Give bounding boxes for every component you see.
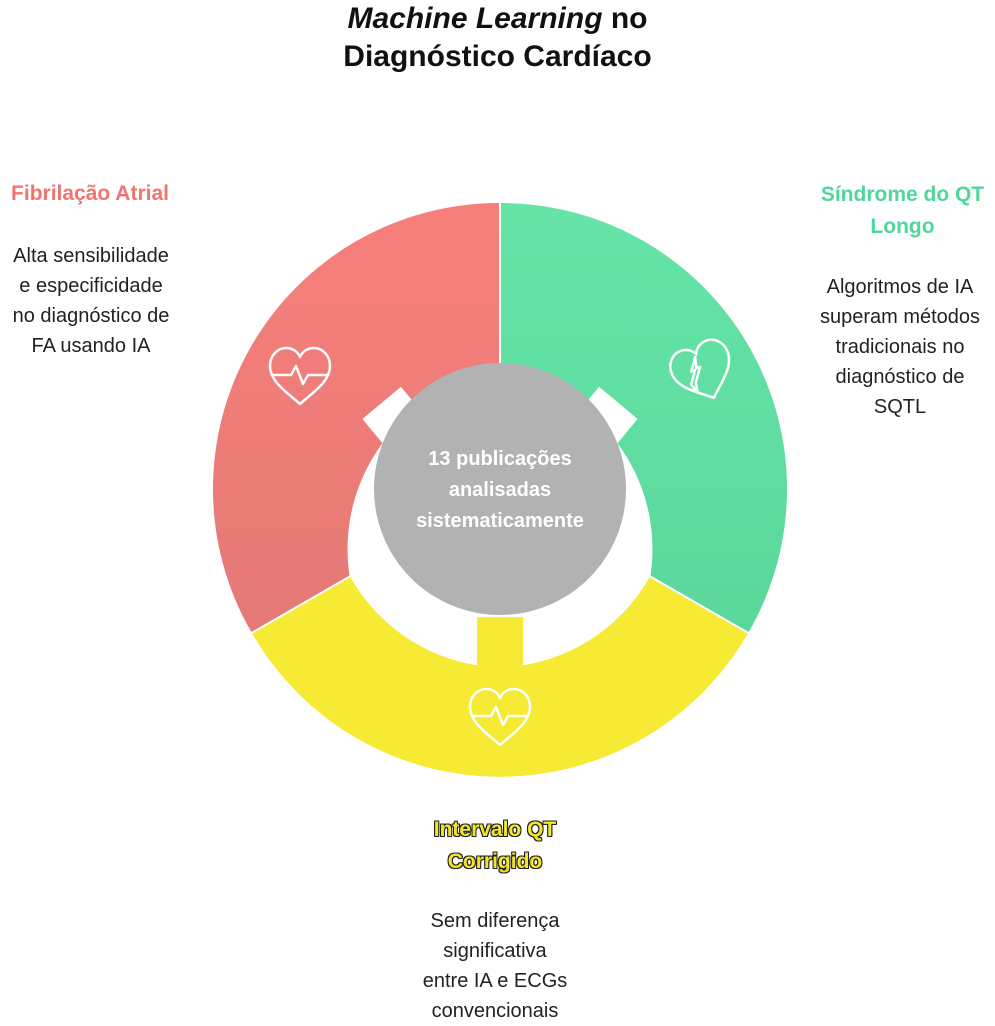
description-line: superam métodos bbox=[819, 306, 981, 328]
segment-intervalo-qt-corrigido bbox=[252, 577, 748, 777]
segment-fibrilacao-atrial bbox=[212, 203, 500, 632]
title-line-1: Machine Learning no bbox=[0, 0, 995, 38]
title-line-1-rest: no bbox=[602, 2, 648, 35]
segment-sindrome-qt-longo bbox=[501, 203, 788, 632]
heading-line: Fibrilação Atrial bbox=[11, 182, 169, 205]
heading-intervalo-qt-corrigido: Intervalo QT Corrigido bbox=[380, 814, 610, 878]
description-line: convencionais bbox=[431, 1000, 559, 1022]
description-line: no diagnóstico de bbox=[12, 305, 170, 327]
heading-line: Síndrome do QT bbox=[820, 183, 985, 206]
center-line: analisadas bbox=[448, 479, 552, 501]
diagram-title: Machine Learning no Diagnóstico Cardíaco bbox=[0, 0, 995, 76]
title-line-2: Diagnóstico Cardíaco bbox=[343, 40, 652, 73]
description-line: e especificidade bbox=[19, 275, 163, 297]
description-line: Alta sensibilidade bbox=[13, 245, 169, 267]
heading-line: Longo bbox=[870, 215, 935, 238]
heading-line: Corrigido bbox=[447, 850, 543, 873]
heading-line: Intervalo QT bbox=[433, 818, 557, 841]
description-line: entre IA e ECGs bbox=[422, 970, 568, 992]
heart-lightning-icon bbox=[669, 338, 731, 400]
description-line: SQTL bbox=[873, 396, 927, 418]
heart-pulse-icon bbox=[468, 687, 532, 747]
heart-pulse-icon bbox=[268, 346, 332, 406]
center-label: 13 publicações analisadas sistematicamen… bbox=[375, 444, 625, 537]
description-sindrome-qt-longo: Algoritmos de IA superam métodos tradici… bbox=[805, 272, 995, 422]
description-line: Algoritmos de IA bbox=[826, 276, 974, 298]
description-line: Sem diferença bbox=[430, 910, 560, 932]
description-line: tradicionais no bbox=[835, 336, 965, 358]
description-fibrilacao-atrial: Alta sensibilidade e especificidade no d… bbox=[0, 241, 182, 361]
center-line: 13 publicações bbox=[428, 448, 572, 470]
center-circle bbox=[374, 363, 626, 615]
title-italic: Machine Learning bbox=[347, 2, 603, 35]
description-line: FA usando IA bbox=[31, 335, 151, 357]
center-line: sistematicamente bbox=[416, 510, 584, 532]
description-line: significativa bbox=[443, 940, 547, 962]
description-intervalo-qt-corrigido: Sem diferença significativa entre IA e E… bbox=[380, 906, 610, 1026]
heading-fibrilacao-atrial: Fibrilação Atrial bbox=[0, 178, 180, 210]
heading-sindrome-qt-longo: Síndrome do QT Longo bbox=[810, 179, 995, 243]
description-line: diagnóstico de bbox=[835, 366, 965, 388]
